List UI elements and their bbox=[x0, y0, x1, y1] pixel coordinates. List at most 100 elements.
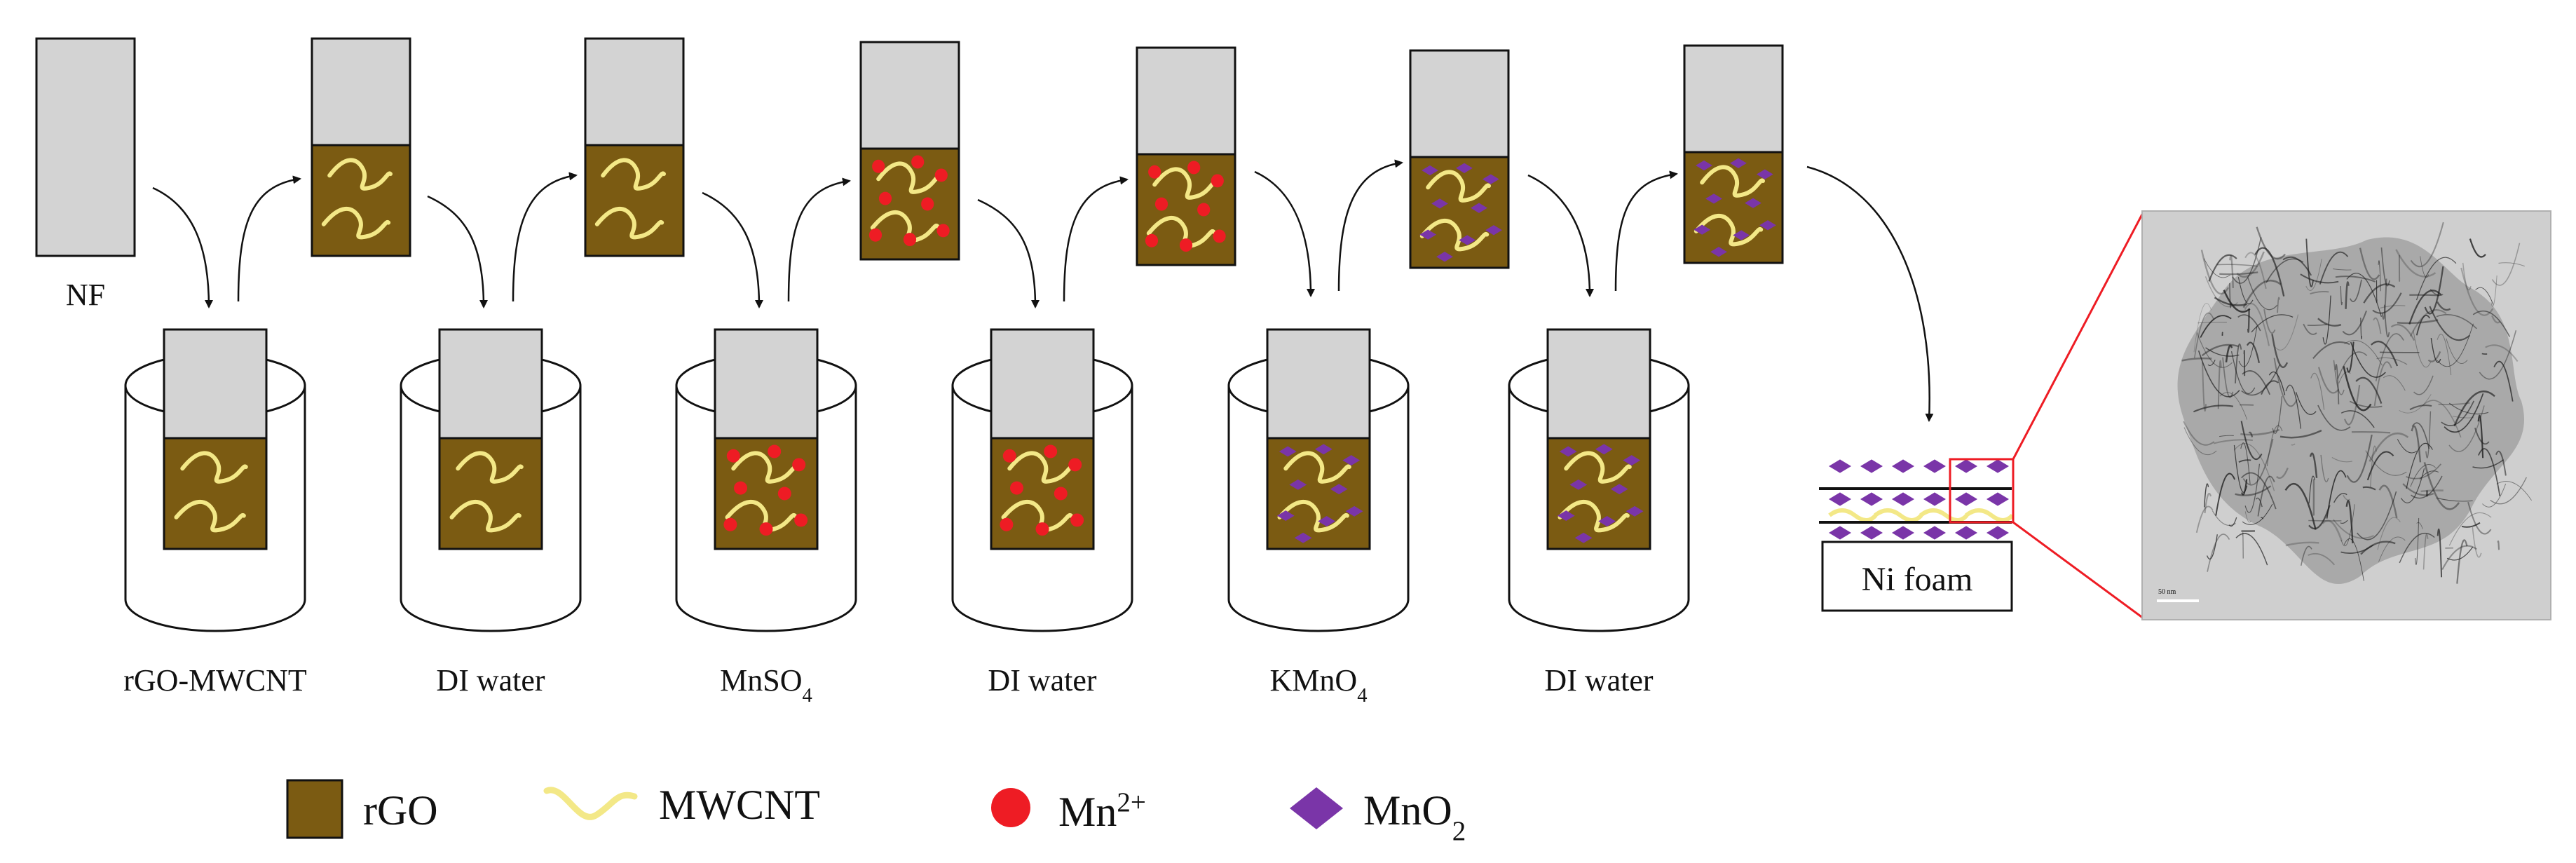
mwcnt-strand bbox=[1558, 499, 1630, 533]
mn2-ion bbox=[1000, 517, 1014, 531]
tem-fiber bbox=[2359, 247, 2380, 280]
tem-fiber bbox=[2346, 341, 2354, 373]
tem-fiber bbox=[2360, 318, 2362, 339]
tem-fiber bbox=[2291, 443, 2296, 446]
tem-fiber bbox=[2378, 260, 2381, 292]
tem-fiber bbox=[2183, 421, 2215, 446]
rgo-layer bbox=[1546, 437, 1651, 550]
tem-fiber bbox=[2343, 384, 2361, 426]
tem-fiber bbox=[2268, 371, 2286, 395]
mwcnt-strand bbox=[1277, 499, 1349, 533]
arrow-dip-5 bbox=[1254, 170, 1315, 297]
mno2-particle bbox=[1456, 163, 1473, 173]
tem-fiber bbox=[2235, 533, 2268, 566]
mno2-particle bbox=[1559, 446, 1577, 457]
tem-fiber bbox=[2279, 429, 2322, 439]
tem-fiber bbox=[2498, 262, 2525, 267]
mno2-particle bbox=[1342, 455, 1361, 466]
bath-5 bbox=[1227, 328, 1410, 632]
mwcnt-strand bbox=[601, 158, 666, 191]
tem-fiber bbox=[2349, 279, 2362, 302]
tem-fiber bbox=[2415, 257, 2457, 301]
tem-fiber bbox=[2350, 341, 2386, 378]
mn2-ion bbox=[921, 197, 934, 211]
tem-fiber bbox=[2261, 517, 2264, 519]
mno2-particle bbox=[1860, 526, 1883, 540]
mno2-particle bbox=[1955, 459, 1977, 473]
bath-label-6: DI water bbox=[1544, 663, 1653, 698]
mn2-ion bbox=[1197, 203, 1211, 217]
mno2-particle bbox=[1419, 229, 1437, 240]
tem-fiber bbox=[2340, 285, 2343, 306]
legend-label-mno2: MnO2 bbox=[1363, 787, 1466, 846]
legend-label-rgo: rGO bbox=[363, 787, 438, 834]
tem-fiber bbox=[2214, 297, 2247, 306]
tem-fiber bbox=[2415, 314, 2431, 336]
tem-fiber bbox=[2410, 222, 2444, 268]
mn2-ion bbox=[734, 481, 747, 495]
legend-swatch-rgo bbox=[286, 779, 343, 839]
mno2-particle bbox=[1557, 510, 1575, 522]
mwcnt-strand bbox=[327, 158, 393, 191]
rgo-layer bbox=[584, 144, 685, 257]
tem-fiber bbox=[2204, 492, 2212, 514]
tem-fiber bbox=[2437, 323, 2474, 367]
tem-fiber bbox=[2228, 517, 2237, 527]
tem-fiber bbox=[2343, 538, 2364, 581]
tem-fiber bbox=[2207, 534, 2218, 560]
tem-fiber bbox=[2427, 351, 2441, 362]
mwcnt-strand bbox=[1152, 167, 1218, 200]
tem-fiber bbox=[2200, 315, 2232, 338]
tem-fiber bbox=[2308, 552, 2336, 566]
top-electrode-6 bbox=[1409, 49, 1510, 269]
tem-fiber bbox=[2236, 251, 2265, 278]
mno2-particle bbox=[1829, 459, 1851, 473]
rgo-layer bbox=[163, 437, 268, 550]
mno2-particle bbox=[1986, 492, 2009, 506]
tem-fiber bbox=[2436, 497, 2473, 502]
tem-fiber bbox=[2197, 350, 2240, 397]
tem-fiber bbox=[2346, 273, 2382, 317]
tem-fiber bbox=[2493, 360, 2514, 402]
mn2-ion bbox=[723, 517, 737, 531]
tem-fiber bbox=[2193, 405, 2234, 413]
tem-fiber bbox=[2241, 479, 2248, 496]
tem-fiber bbox=[2446, 546, 2474, 561]
mno2-particle bbox=[1485, 225, 1502, 236]
arrow-to-product bbox=[1806, 165, 1934, 422]
mwcnt-strand bbox=[1919, 508, 1969, 522]
tem-fiber bbox=[2467, 501, 2492, 535]
tem-fiber bbox=[2242, 532, 2244, 559]
legend-item-mwcnt: MWCNT bbox=[543, 782, 820, 828]
tem-fiber bbox=[2490, 477, 2527, 505]
tem-fiber bbox=[2195, 505, 2214, 534]
tem-fiber bbox=[2213, 439, 2253, 444]
tem-fiber bbox=[2365, 450, 2407, 476]
tem-fiber bbox=[2308, 475, 2315, 504]
tem-fiber bbox=[2370, 445, 2377, 487]
tem-fiber bbox=[2312, 341, 2350, 360]
tem-fiber bbox=[2441, 545, 2477, 570]
tem-fiber bbox=[2331, 457, 2352, 463]
tem-fiber bbox=[2300, 273, 2339, 284]
tem-fiber bbox=[2317, 405, 2351, 431]
tem-fiber bbox=[2448, 402, 2489, 415]
nickel-foam-electrode bbox=[35, 37, 136, 257]
tem-fiber bbox=[2212, 510, 2236, 526]
mno2-particle bbox=[1279, 446, 1297, 457]
tem-fiber bbox=[2310, 291, 2329, 295]
tem-fiber bbox=[2438, 402, 2470, 405]
tem-fiber bbox=[2333, 493, 2347, 503]
tem-fiber bbox=[2255, 497, 2263, 508]
arrow-dip-3 bbox=[702, 191, 763, 308]
legend-swatch-mn2 bbox=[991, 788, 1030, 827]
tem-fiber bbox=[2246, 341, 2260, 363]
tem-fiber bbox=[2366, 451, 2394, 481]
tem-fiber bbox=[2282, 256, 2312, 276]
arrow-dip-4 bbox=[977, 198, 1040, 308]
mn2-ion bbox=[1211, 174, 1224, 188]
tem-fiber bbox=[2237, 314, 2261, 332]
mno2-particle bbox=[1923, 526, 1946, 540]
tem-fiber bbox=[2419, 470, 2439, 480]
